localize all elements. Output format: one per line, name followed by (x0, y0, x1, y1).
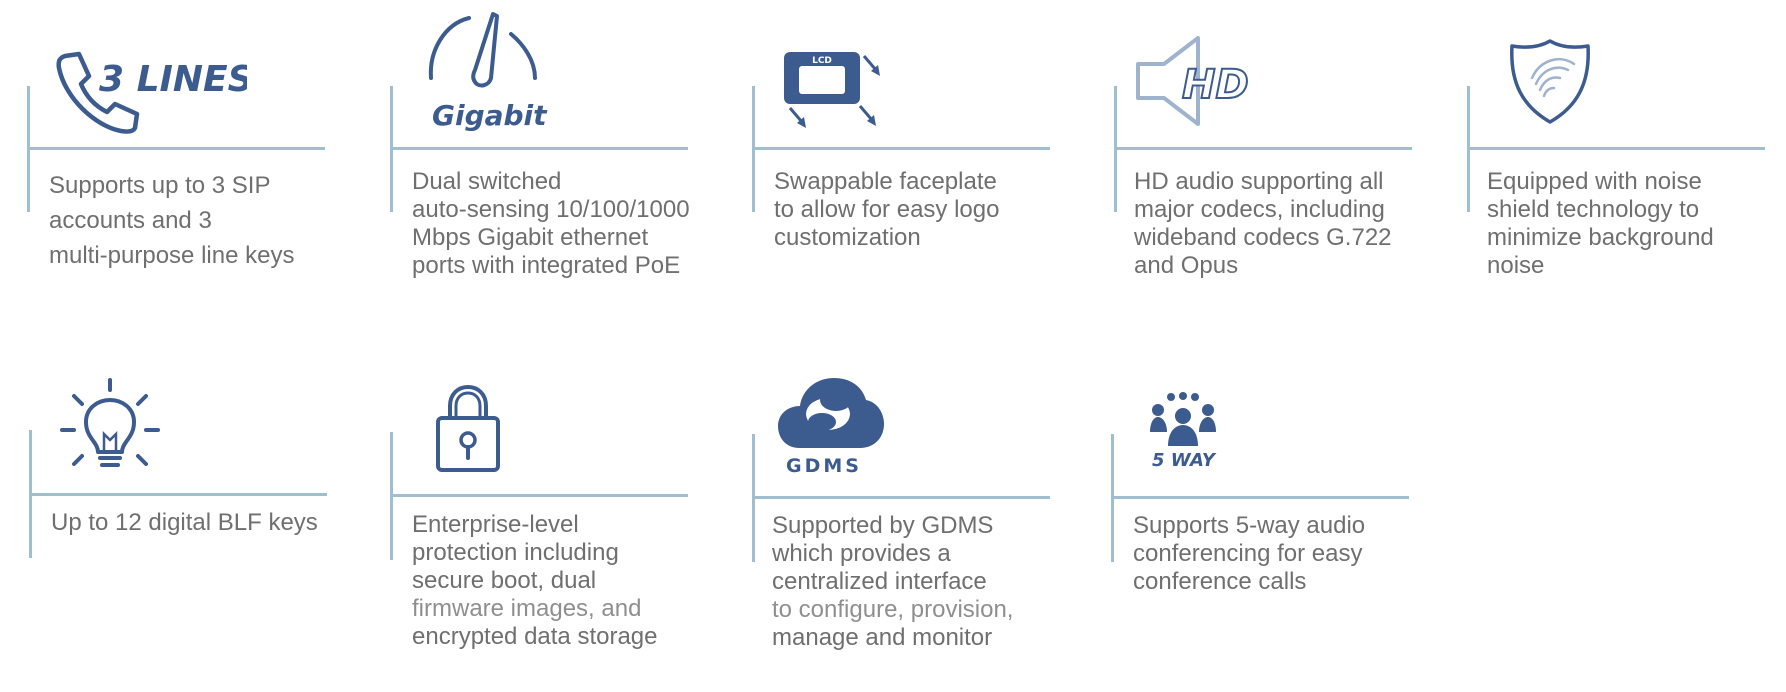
phone-icon (55, 51, 245, 134)
feature-description: Supports 5-way audio conferencing for ea… (1133, 512, 1366, 595)
divider-horizontal (752, 496, 1050, 499)
feature-description: Equipped with noise shield technology to… (1487, 168, 1714, 279)
icon-caption: GDMS (786, 455, 862, 476)
divider-horizontal (390, 494, 688, 497)
feature-description: Swappable faceplate to allow for easy lo… (774, 168, 1000, 251)
icon-caption: Gigabit (432, 99, 548, 132)
feature-description: Dual switched auto-sensing 10/100/1000 M… (412, 168, 690, 279)
noise-shield-icon (1510, 38, 1592, 124)
icon-caption: 3 LINES (99, 59, 247, 99)
divider-horizontal (29, 493, 327, 496)
hd-label: HD (1182, 62, 1249, 108)
divider-horizontal (1111, 496, 1409, 499)
padlock-icon (436, 384, 500, 472)
divider-horizontal (27, 147, 325, 150)
divider-horizontal (752, 147, 1050, 150)
hd-speaker-icon: HD (1134, 36, 1264, 128)
icon-caption: 5 WAY (1152, 450, 1217, 471)
lcd-faceplate-icon: LCD (782, 50, 892, 130)
divider-horizontal (1467, 147, 1765, 150)
gdms-cloud-icon (776, 376, 886, 452)
feature-description: Enterprise-level protection including se… (412, 511, 658, 650)
speedometer-icon (425, 12, 545, 92)
conference-group-icon (1150, 392, 1216, 448)
lcd-label: LCD (812, 56, 832, 66)
light-bulb-icon (58, 378, 162, 472)
feature-description: HD audio supporting all major codecs, in… (1134, 168, 1392, 279)
divider-horizontal (390, 147, 688, 150)
feature-description: Supports up to 3 SIP accounts and 3 mult… (49, 172, 295, 269)
divider-horizontal (1114, 147, 1412, 150)
feature-description: Supported by GDMS which provides a centr… (772, 512, 1014, 651)
feature-description: Up to 12 digital BLF keys (51, 509, 318, 536)
